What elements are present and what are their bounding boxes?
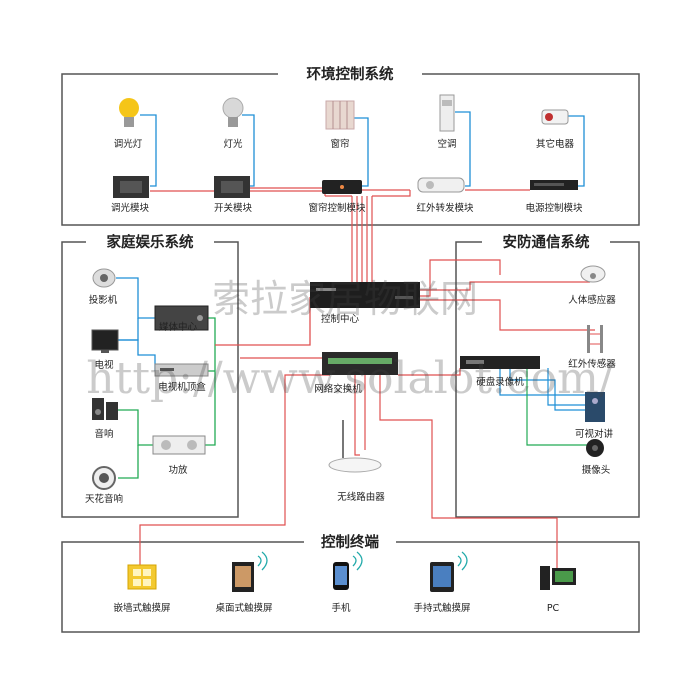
desk-panel-icon	[232, 551, 268, 592]
label-ir-module: 红外转发模块	[416, 202, 474, 214]
label-ir-sensor: 红外传感器	[568, 358, 616, 370]
pc-icon	[540, 566, 576, 590]
network-switch-icon	[322, 352, 398, 375]
speaker-icon	[92, 398, 118, 420]
ir-module-icon	[417, 177, 465, 193]
dim-module-icon	[113, 176, 149, 198]
label-body-sensor: 人体感应器	[568, 294, 616, 306]
label-power-module: 电源控制模块	[525, 202, 583, 214]
label-curtain: 窗帘	[330, 138, 349, 150]
set-top-box-icon	[154, 363, 209, 377]
label-desk-panel: 桌面式触摸屏	[215, 602, 272, 614]
dvr-icon	[460, 356, 540, 369]
projector-icon	[92, 268, 116, 288]
body-sensor-icon	[580, 265, 606, 283]
label-phone: 手机	[331, 602, 351, 614]
amplifier-icon	[152, 435, 206, 455]
label-router: 无线路由器	[337, 491, 385, 503]
label-dim-module: 调光模块	[111, 202, 150, 214]
label-projector: 投影机	[89, 294, 118, 306]
label-ac: 空调	[437, 138, 456, 150]
label-other-app: 其它电器	[536, 138, 575, 150]
label-dim-light: 调光灯	[114, 138, 143, 150]
phone-icon	[333, 551, 363, 590]
label-tv: 电视	[94, 359, 114, 371]
label-stb: 电视机顶盒	[158, 381, 206, 393]
ir-sensor-icon	[587, 325, 603, 353]
media-center-icon	[154, 305, 209, 331]
bulb-yellow-icon	[119, 98, 139, 127]
label-wall-panel: 嵌墙式触摸屏	[113, 602, 170, 614]
label-ceiling-speaker: 天花音响	[85, 493, 123, 505]
ceiling-speaker-icon	[92, 466, 116, 490]
ent-title: 家庭娱乐系统	[107, 233, 194, 251]
env-blue-links	[140, 111, 585, 187]
watermark-brand: 索拉家居物联网	[212, 277, 478, 321]
label-speaker: 音响	[94, 428, 113, 440]
label-dvr: 硬盘录像机	[476, 376, 524, 388]
intercom-icon	[585, 392, 605, 422]
tv-icon	[91, 329, 119, 353]
center-links	[139, 259, 595, 568]
wireless-router-icon	[328, 420, 382, 473]
bulb-white-icon	[222, 97, 244, 127]
label-handheld: 手持式触摸屏	[413, 602, 470, 614]
power-module-icon	[530, 180, 578, 190]
label-camera: 摄像头	[582, 464, 611, 476]
label-curtain-module: 窗帘控制模块	[308, 202, 366, 214]
label-intercom: 可视对讲	[575, 428, 614, 440]
label-control-center: 控制中心	[321, 313, 360, 325]
label-pc: PC	[547, 603, 560, 614]
curtain-icon	[325, 100, 355, 130]
air-conditioner-icon	[439, 94, 455, 132]
handheld-panel-icon	[430, 551, 468, 592]
switch-module-icon	[214, 176, 250, 198]
wall-panel-icon	[127, 564, 157, 590]
label-network-switch: 网络交换机	[314, 383, 362, 395]
ent-links	[116, 277, 322, 479]
sec-title: 安防通信系统	[503, 233, 590, 251]
camera-icon	[586, 439, 604, 457]
env-title: 环境控制系统	[307, 65, 394, 83]
curtain-module-icon	[322, 180, 362, 194]
label-media-center: 媒体中心	[159, 321, 198, 333]
label-light: 灯光	[223, 138, 243, 150]
appliance-icon	[541, 109, 569, 125]
control-center-icon	[310, 282, 420, 308]
watermark-url: http://www.solalot.com/	[86, 353, 614, 404]
label-amp: 功放	[168, 464, 188, 476]
label-switch-module: 开关模块	[214, 202, 253, 214]
term-title: 控制终端	[321, 533, 379, 551]
